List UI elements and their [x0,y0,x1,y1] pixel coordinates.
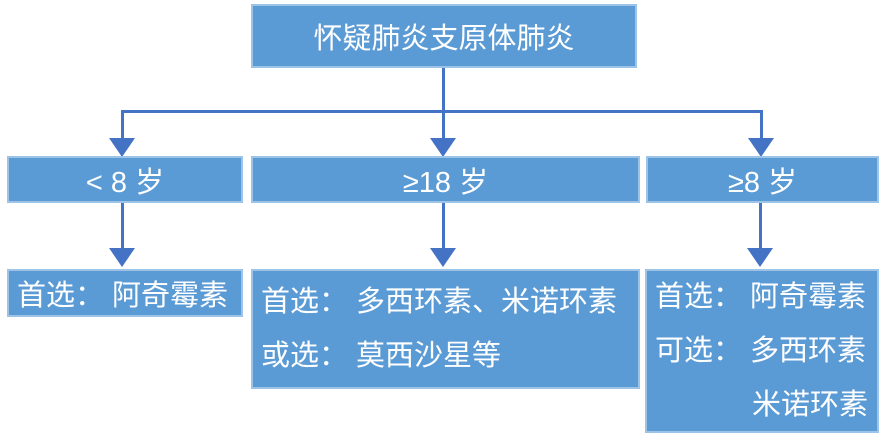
branch-node-under-8y: < 8 岁 [7,156,243,203]
result-line: 或选： 莫西沙星等 [261,340,502,372]
arrow-down-icon [109,248,135,267]
branch-node-label: ≥18 岁 [402,166,489,199]
result-line: 米诺环素 [752,389,869,421]
result-line: 首选： 多西环素、米诺环素 [261,286,618,318]
result-line: 首选： 阿奇霉素 [655,281,867,313]
root-node-suspected-mpp: 怀疑肺炎支原体肺炎 [251,4,637,68]
result-line: 可选： 多西环素 [655,335,867,367]
connector-left-result-vline [121,203,124,250]
connector-right-vline [760,110,763,140]
connector-mid-result-vline [442,203,445,250]
result-line: 首选： 阿奇霉素 [17,280,229,312]
result-node-under-8y: 首选： 阿奇霉素 [7,269,243,317]
connector-right-result-vline [759,203,762,250]
arrow-down-icon [748,138,774,157]
connector-root-vline [442,68,445,140]
arrow-down-icon [430,248,456,267]
branch-node-label: < 8 岁 [85,166,165,199]
connector-left-vline [121,110,124,140]
arrow-down-icon [747,248,773,267]
arrow-down-icon [109,138,135,157]
connector-hline [121,110,763,113]
root-node-label: 怀疑肺炎支原体肺炎 [313,23,575,55]
branch-node-18y-and-over: ≥18 岁 [251,156,640,203]
branch-node-8y-and-over: ≥8 岁 [646,156,879,203]
result-node-18y-and-over: 首选： 多西环素、米诺环素 或选： 莫西沙星等 [251,269,640,389]
arrow-down-icon [430,138,456,157]
branch-node-label: ≥8 岁 [727,166,798,199]
result-node-8y-and-over: 首选： 阿奇霉素 可选： 多西环素 米诺环素 [645,269,879,433]
